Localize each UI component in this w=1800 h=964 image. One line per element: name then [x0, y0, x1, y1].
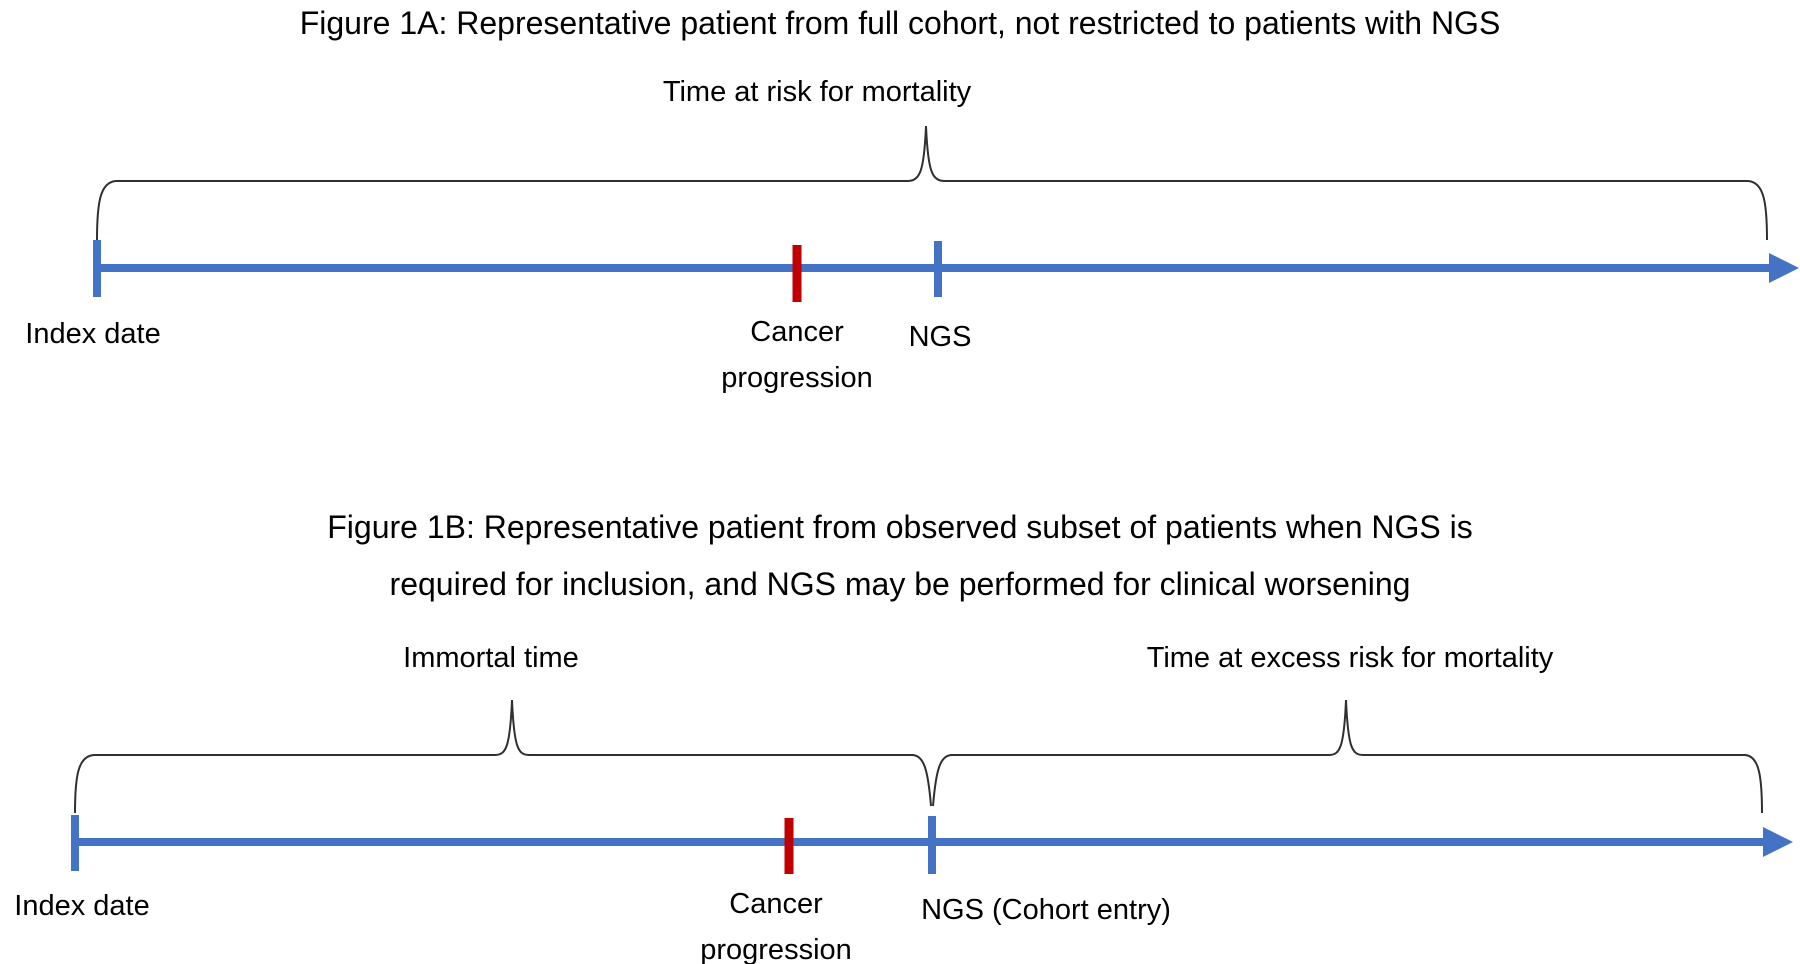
figure1b-index-label: Index date: [14, 890, 150, 922]
figure1b-progression-label: Cancer progression: [700, 888, 852, 964]
figure1a-brace-label: Time at risk for mortality: [662, 76, 972, 108]
figure1a-progression-label: Cancer progression: [721, 316, 873, 394]
figure1a-index-label: Index date: [25, 318, 161, 350]
figure1b-excess-label: Time at excess risk for mortality: [1146, 642, 1554, 674]
figure1b-excess-brace: [932, 699, 1763, 814]
figure1b-immortal-label: Immortal time: [403, 642, 579, 674]
figure1b-title-line2: required for inclusion, and NGS may be p…: [389, 566, 1411, 602]
figure1b-immortal-brace: [74, 699, 932, 814]
figure1b-ngs-label: NGS (Cohort entry): [921, 894, 1171, 926]
figure1a-arrowhead-icon: [1769, 253, 1799, 283]
figure1b-title-line1: Figure 1B: Representative patient from o…: [327, 509, 1473, 545]
figure1a-title: Figure 1A: Representative patient from f…: [299, 5, 1501, 41]
figure1a-ngs-label: NGS: [908, 321, 972, 353]
figure1b-arrowhead-icon: [1763, 827, 1793, 857]
figure1a-brace: [96, 125, 1768, 241]
